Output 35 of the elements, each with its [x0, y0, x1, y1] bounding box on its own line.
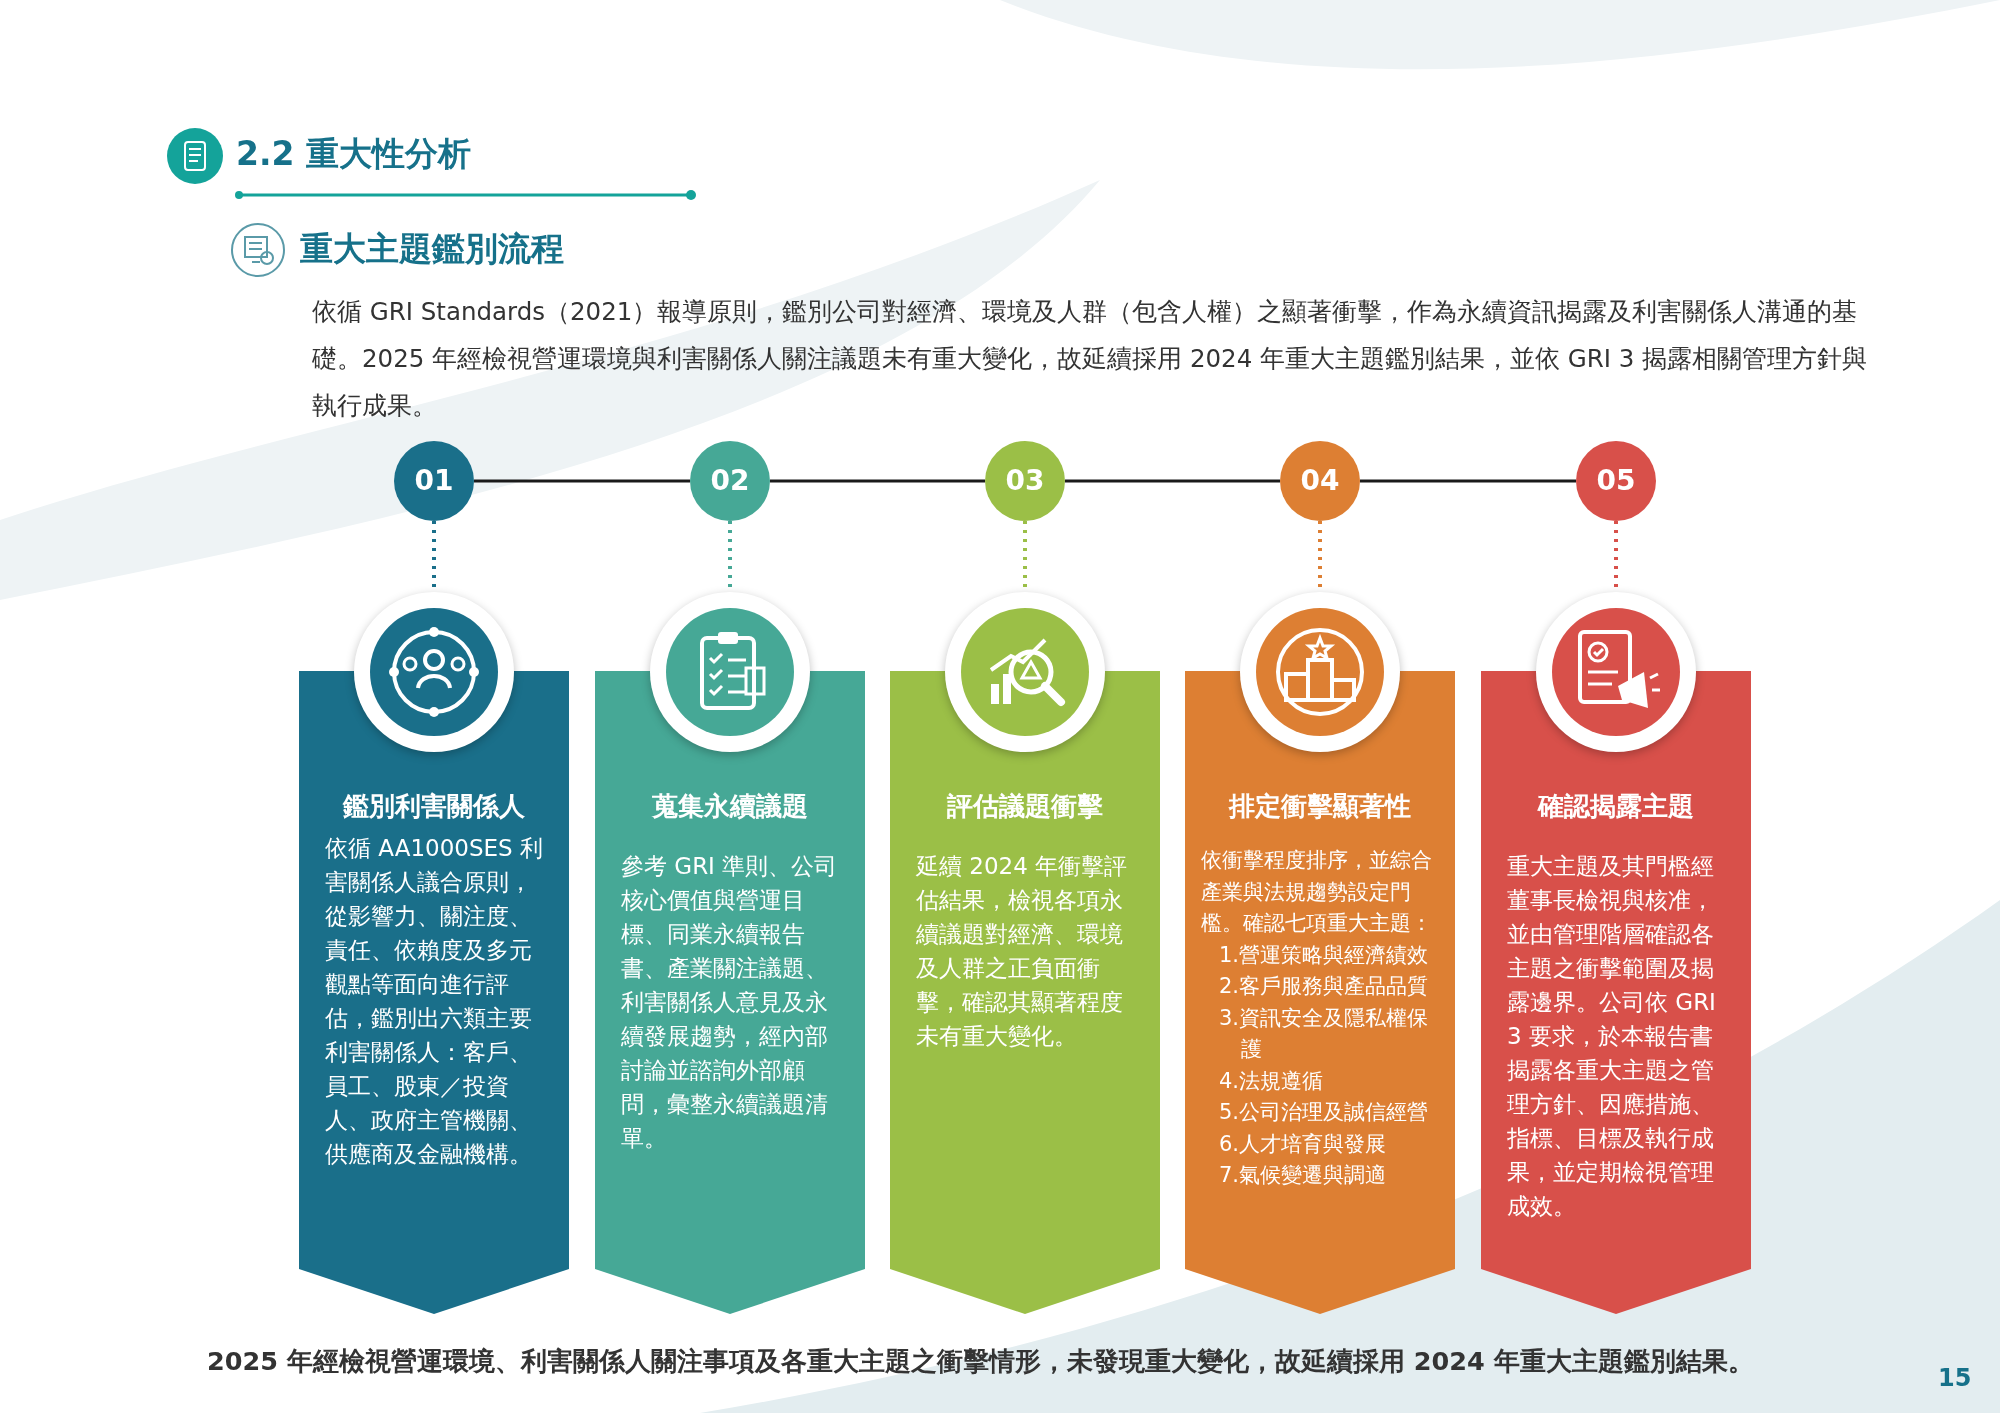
list-item: 3.資訊安全及隱私權保護: [1219, 1004, 1430, 1063]
step-description: 依循 AA1000SES 利害關係人議合原則，從影響力、關注度、責任、依賴度及多元觀點等面向進行評估，鑑別出六類主要利害關係人：客戶、員工、股東／投資人、政府主管機關、供應商及金融機構。: [325, 834, 544, 1169]
connector-line: [474, 479, 690, 483]
step-description: 參考 GRI 準則、公司核心價值與營運目標、同業永續報告書、產業關注議題、利害關係人意見及永續發展趨勢，經內部討論並諮詢外部顧問，彙整永續議題清單。: [621, 852, 839, 1153]
connector-line: [1360, 479, 1576, 483]
list-item: 1.營運策略與經濟績效: [1219, 941, 1430, 969]
step-column: [890, 671, 1160, 1314]
step-heading: 蒐集永續議題: [651, 790, 809, 823]
step-number-circle: 05: [1576, 441, 1656, 521]
list-item: 7.氣候變遷與調適: [1219, 1162, 1388, 1189]
step-number-circle: 03: [985, 441, 1065, 521]
intro-paragraph: 依循 GRI Standards（2021）報導原則，鑑別公司對經濟、環境及人群（包含人權）之顯著衝擊，作為永續資訊揭露及利害關係人溝通的基礎。2025 年經檢視營運環境與利害關係人關注議題未有重大變化，故延續採用 2024 年重大主題鑑別結果，並依 GRI 3 揭露相關管理方針與執行成果。: [312, 296, 1869, 422]
step-heading: 鑑別利害關係人: [341, 790, 526, 823]
page-number: 15: [1938, 1363, 1972, 1394]
step-number-circle: 04: [1280, 441, 1360, 521]
list-item: 5.公司治理及誠信經營: [1219, 1099, 1430, 1126]
summary-note: 2025 年經檢視營運環境、利害關係人關注事項及各重大主題之衝擊情形，未發現重大變化，故延續採用 2024 年重大主題鑑別結果。: [207, 1345, 1754, 1378]
step-column: [595, 671, 865, 1314]
step-number-circle: 02: [690, 441, 770, 521]
list-item: 4.法規遵循: [1219, 1067, 1325, 1095]
subtitle: 重大主題鑑別流程: [300, 228, 564, 270]
step-heading: 評估議題衝擊: [946, 790, 1104, 823]
step-description: 依衝擊程度排序，並綜合產業與法規趨勢設定門檻。確認七項重大主題：: [1201, 847, 1433, 937]
step-column: [1185, 671, 1455, 1314]
list-item: 2.客戶服務與產品品質: [1219, 973, 1430, 1000]
step-column: [1481, 671, 1751, 1314]
list-item: 6.人才培育與發展: [1219, 1130, 1388, 1158]
connector-line: [1065, 479, 1280, 483]
connector-line: [770, 479, 985, 483]
step-description: 重大主題及其門檻經董事長檢視與核准，並由管理階層確認各主題之衝擊範圍及揭露邊界。公司依 GRI 3 要求，於本報告書揭露各重大主題之管理方針、因應措施、指標、目標及執行成果，並定期檢視管理成效。: [1507, 852, 1717, 1221]
section-title: 2.2 重大性分析: [236, 133, 471, 175]
step-heading: 排定衝擊顯著性: [1227, 790, 1412, 823]
step-heading: 確認揭露主題: [1536, 790, 1695, 823]
step-description: 延續 2024 年衝擊評估結果，檢視各項永續議題對經濟、環境及人群之正負面衝擊，確認其顯著程度未有重大變化。: [916, 852, 1129, 1051]
step-column: [299, 671, 569, 1314]
